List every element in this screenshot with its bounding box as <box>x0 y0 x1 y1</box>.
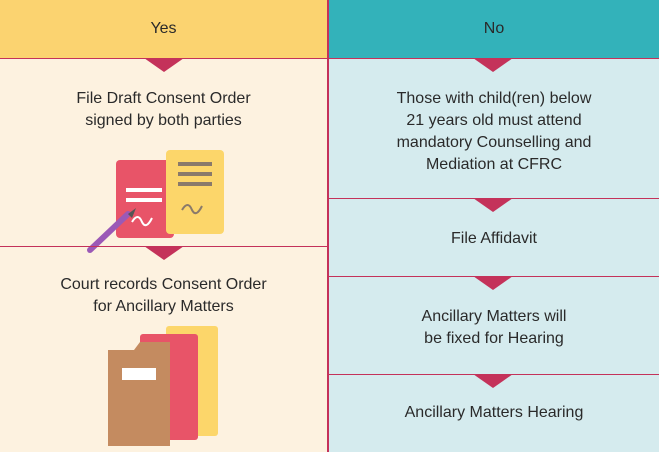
text-line: Ancillary Matters Hearing <box>404 404 584 421</box>
text-line: Mediation at CFRC <box>425 156 563 173</box>
text-line: be fixed for Hearing <box>424 330 564 347</box>
text-line: mandatory Counselling and <box>396 134 592 151</box>
text-line: Those with child(ren) below <box>396 90 592 107</box>
text-line: Ancillary Matters will <box>421 308 567 325</box>
down-arrow-icon <box>473 276 513 290</box>
no-step-4-text: Ancillary Matters Hearing <box>329 402 659 424</box>
folder-icon <box>108 326 218 446</box>
down-arrow-icon <box>144 58 184 72</box>
no-header-label: No <box>483 20 505 37</box>
yes-step-1-text: File Draft Consent Order signed by both … <box>0 88 327 132</box>
text-line: for Ancillary Matters <box>93 298 234 315</box>
down-arrow-icon <box>144 246 184 260</box>
text-line: 21 years old must attend <box>406 112 582 129</box>
yes-column: Yes File Draft Consent Order signed by b… <box>0 0 328 452</box>
down-arrow-icon <box>473 374 513 388</box>
signed-document-icon <box>87 150 224 253</box>
yes-header: Yes <box>0 0 327 59</box>
no-step-3-text: Ancillary Matters will be fixed for Hear… <box>329 306 659 350</box>
down-arrow-icon <box>473 198 513 212</box>
no-column: No Those with child(ren) below 21 years … <box>328 0 659 452</box>
yes-header-label: Yes <box>150 20 177 37</box>
text-line: Court records Consent Order <box>60 276 267 293</box>
text-line: signed by both parties <box>85 112 242 129</box>
no-step-1-text: Those with child(ren) below 21 years old… <box>329 88 659 176</box>
text-line: File Affidavit <box>451 230 537 247</box>
no-header: No <box>329 0 659 59</box>
down-arrow-icon <box>473 58 513 72</box>
yes-step-2-text: Court records Consent Order for Ancillar… <box>0 274 327 318</box>
no-step-2-text: File Affidavit <box>329 228 659 250</box>
text-line: File Draft Consent Order <box>76 90 251 107</box>
